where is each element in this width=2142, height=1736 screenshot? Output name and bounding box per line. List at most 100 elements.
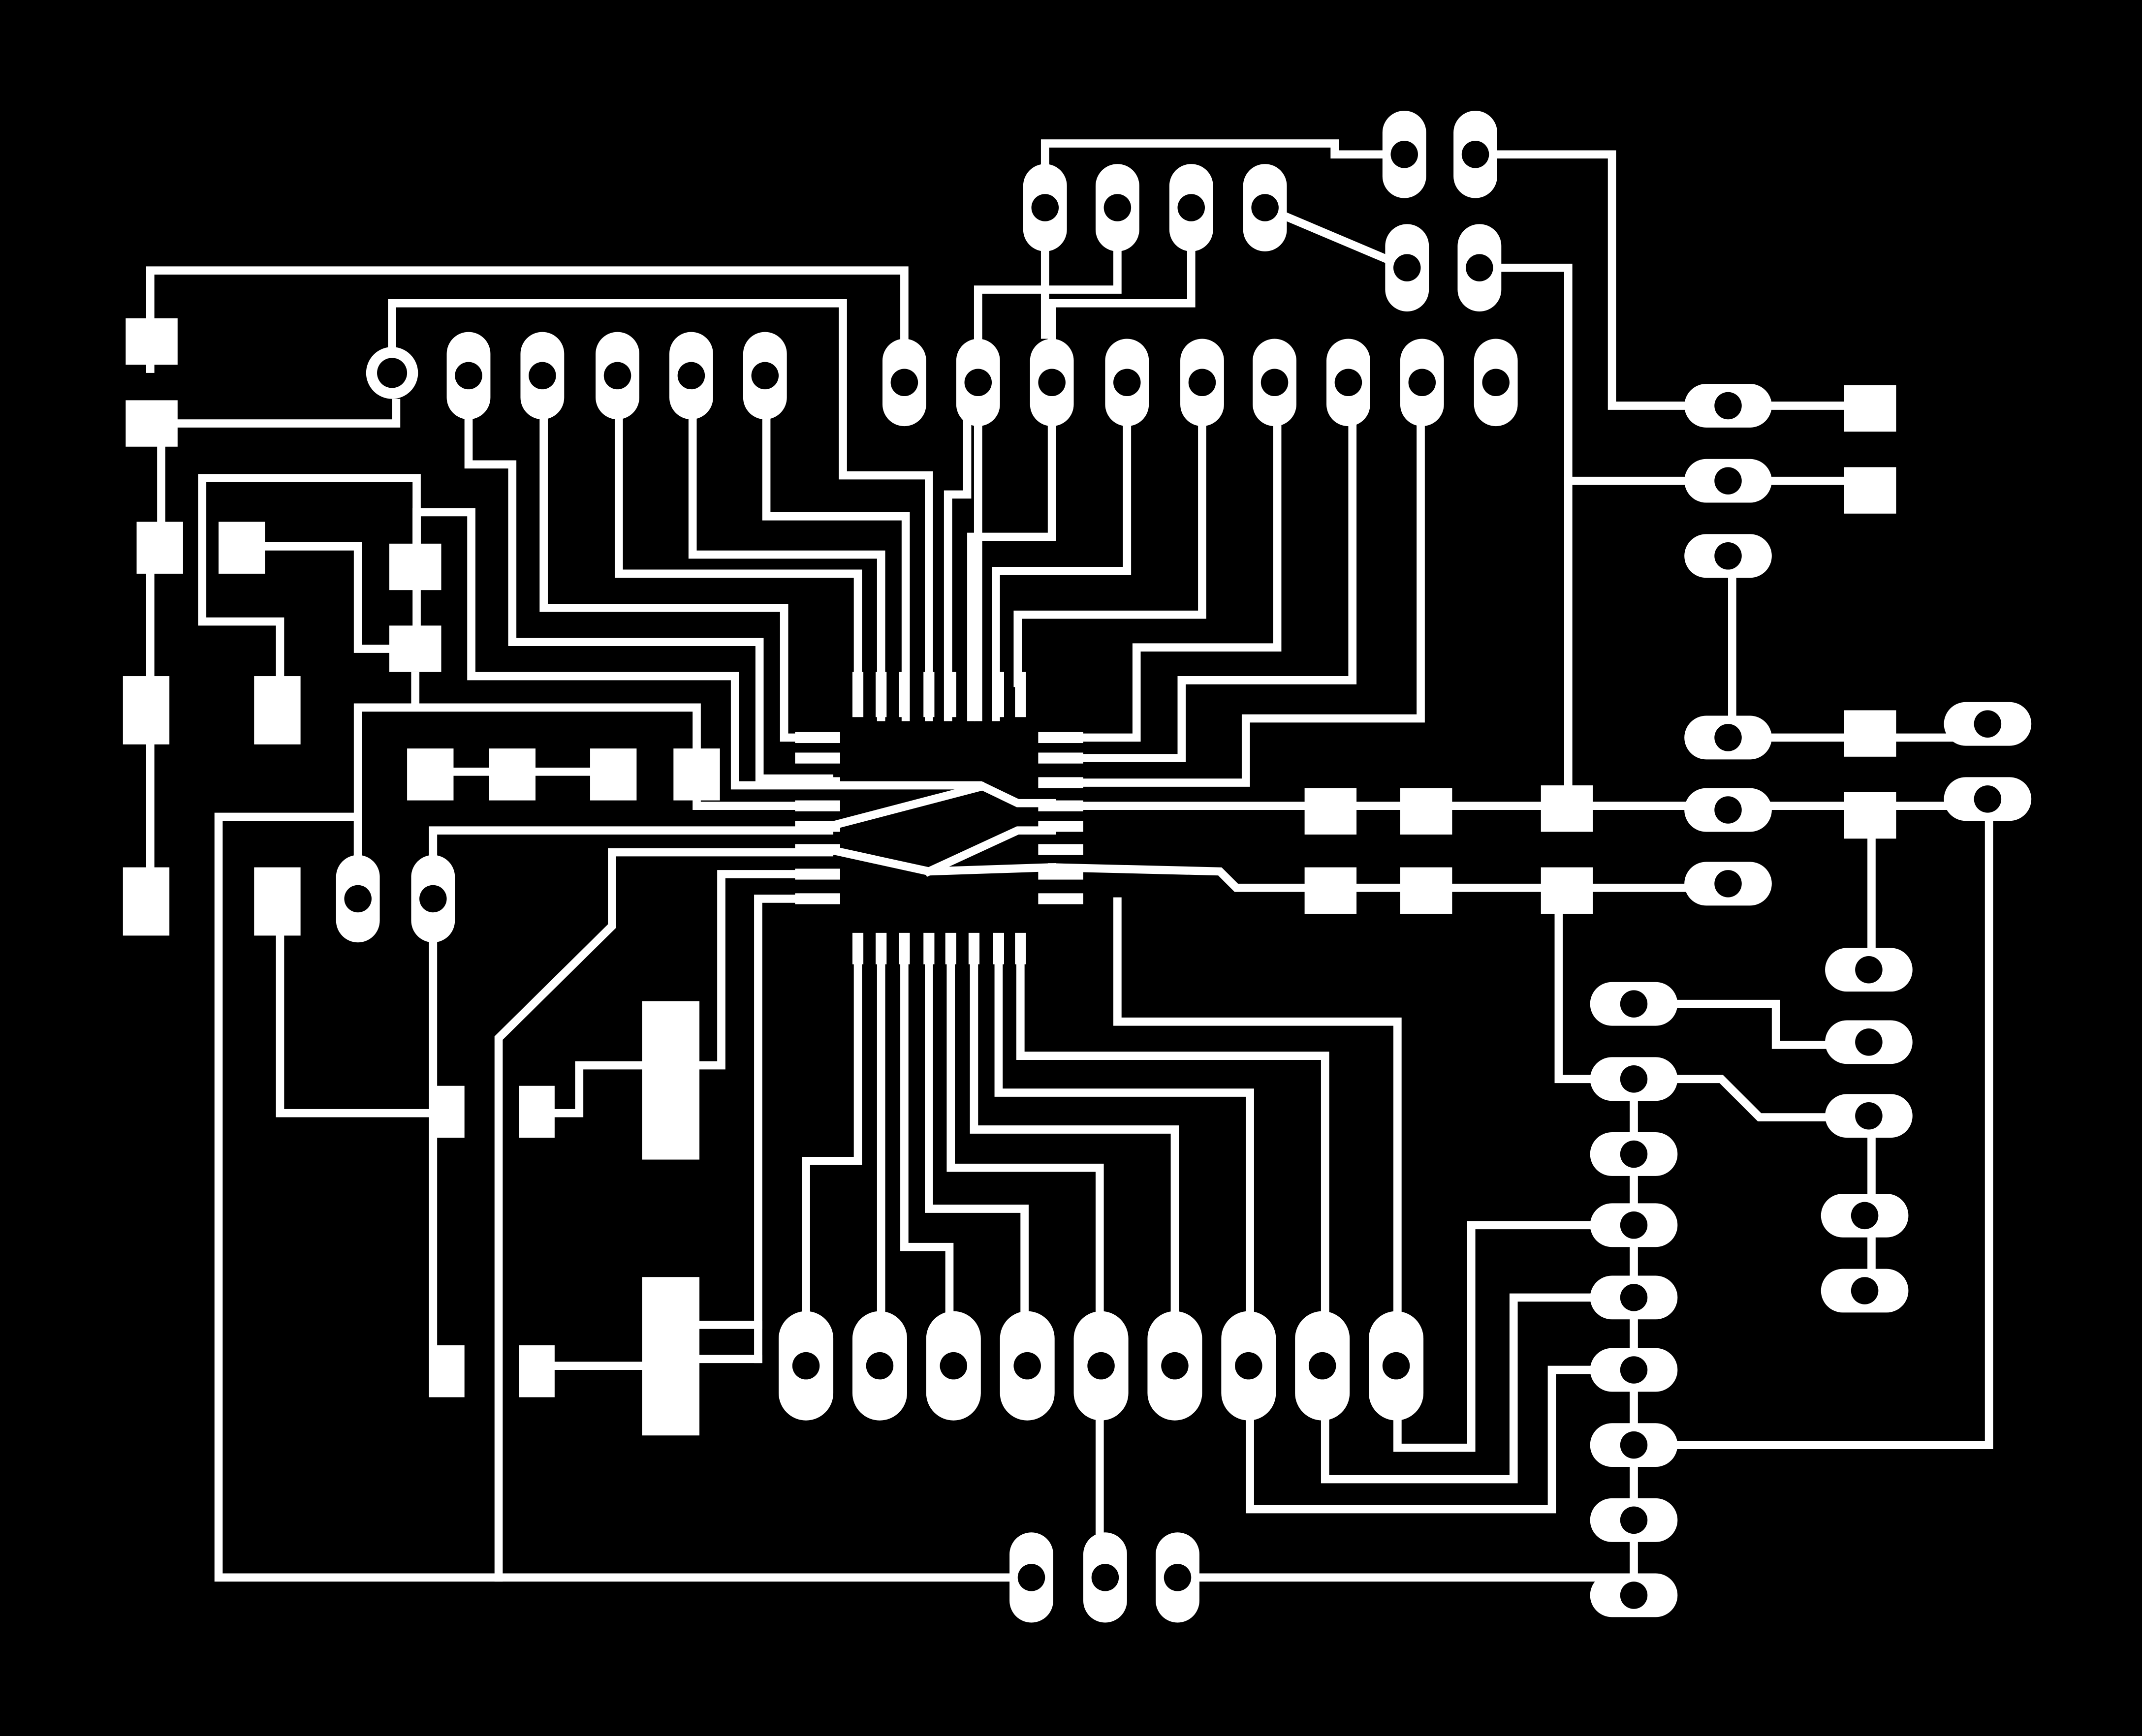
smd-pad: [1844, 385, 1896, 432]
drill-hole: [1164, 1564, 1192, 1591]
drill-hole: [419, 885, 447, 913]
smd-pad: [1844, 710, 1896, 757]
ic-pin: [968, 932, 980, 964]
smd-pad: [389, 543, 441, 590]
copper-trace: [464, 378, 834, 783]
ic-pin: [968, 672, 980, 717]
drill-hole: [1251, 194, 1279, 221]
smd-pad: [1304, 867, 1357, 914]
copper-trace: [802, 938, 862, 1370]
smd-pad: [1304, 788, 1357, 835]
ic-pin: [923, 932, 935, 964]
drill-hole: [1113, 369, 1141, 397]
copper-trace: [388, 299, 933, 721]
ic-pin: [899, 932, 910, 964]
ic-pin: [1038, 868, 1083, 880]
drill-hole: [1031, 194, 1059, 221]
ic-pin: [876, 672, 887, 717]
ic-pin: [795, 844, 840, 855]
copper-trace: [970, 938, 1179, 1370]
drill-hole: [792, 1352, 820, 1380]
drill-hole: [455, 362, 482, 390]
drill-hole: [1714, 542, 1742, 570]
drill-hole: [1620, 1356, 1648, 1384]
copper-trace: [824, 781, 986, 832]
drill-hole: [940, 1352, 968, 1380]
smd-pad: [254, 867, 301, 936]
ic-pin: [795, 732, 840, 744]
smd-pad: [219, 522, 265, 574]
copper-trace: [1047, 378, 1357, 762]
drill-hole: [1620, 1140, 1648, 1168]
drill-hole: [1620, 1431, 1648, 1459]
copper-trace: [900, 938, 954, 1370]
ic-pin: [993, 932, 1004, 964]
smd-pad: [407, 748, 454, 801]
ic-pin: [1038, 752, 1083, 764]
drill-hole: [1017, 1564, 1045, 1591]
drill-hole: [1308, 1352, 1336, 1380]
drill-hole: [1974, 710, 2002, 738]
drill-hole: [1334, 369, 1362, 397]
drill-hole: [1620, 1211, 1648, 1239]
ic-pin: [1038, 800, 1083, 811]
drill-hole: [1714, 796, 1742, 824]
smd-pad: [1400, 867, 1452, 914]
copper-trace: [1113, 897, 1402, 1370]
ic-pin: [852, 932, 864, 964]
drill-hole: [1177, 194, 1205, 221]
smd-pad: [642, 1277, 700, 1436]
drill-hole: [1461, 141, 1489, 168]
drill-hole: [964, 369, 992, 397]
copper-trace: [170, 399, 401, 428]
copper-trace: [353, 703, 834, 903]
drill-hole: [1855, 1028, 1883, 1056]
copper-trace: [1260, 202, 1413, 274]
drill-hole: [344, 885, 372, 913]
copper-trace: [1393, 1221, 1638, 1452]
drill-hole: [1091, 1564, 1119, 1591]
drill-hole: [1855, 1102, 1883, 1130]
drill-hole: [1260, 369, 1289, 397]
smd-pad: [126, 318, 178, 365]
copper-trace: [688, 378, 885, 721]
ic-pin: [1038, 893, 1083, 904]
drill-hole: [1408, 369, 1436, 397]
copper-trace: [1321, 1293, 1638, 1484]
drill-hole: [866, 1352, 894, 1380]
drill-hole: [751, 362, 779, 390]
ic-pin: [852, 672, 864, 717]
ic-pin: [795, 777, 840, 788]
ic-pin: [899, 672, 910, 717]
copper-trace: [946, 938, 1104, 1370]
drill-hole: [1620, 1581, 1648, 1609]
ic-pin: [795, 752, 840, 764]
copper-trace: [529, 1061, 671, 1117]
smd-pad: [126, 400, 178, 447]
smd-pad: [673, 748, 720, 801]
copper-trace: [944, 378, 972, 721]
drill-hole: [1188, 369, 1216, 397]
smd-pad: [254, 676, 301, 744]
smd-pad: [1541, 785, 1593, 832]
copper-trace: [1047, 863, 1736, 892]
copper-trace: [276, 897, 455, 1117]
copper-trace: [412, 508, 1056, 807]
drill-hole: [377, 358, 408, 388]
copper-trace: [614, 378, 862, 687]
drill-hole: [1714, 870, 1742, 898]
copper-trace: [994, 938, 1254, 1370]
drill-hole: [1714, 392, 1742, 420]
smd-pad: [136, 522, 183, 574]
ic-pin: [1038, 844, 1083, 855]
copper-trace: [762, 378, 910, 721]
drill-hole: [1482, 369, 1510, 397]
smd-pad: [123, 676, 170, 744]
smd-pad: [1844, 792, 1896, 839]
drill-hole: [890, 369, 918, 397]
smd-pad: [1844, 467, 1896, 514]
drill-hole: [1103, 194, 1132, 221]
drill-hole: [1390, 141, 1418, 168]
drill-hole: [1714, 724, 1742, 751]
